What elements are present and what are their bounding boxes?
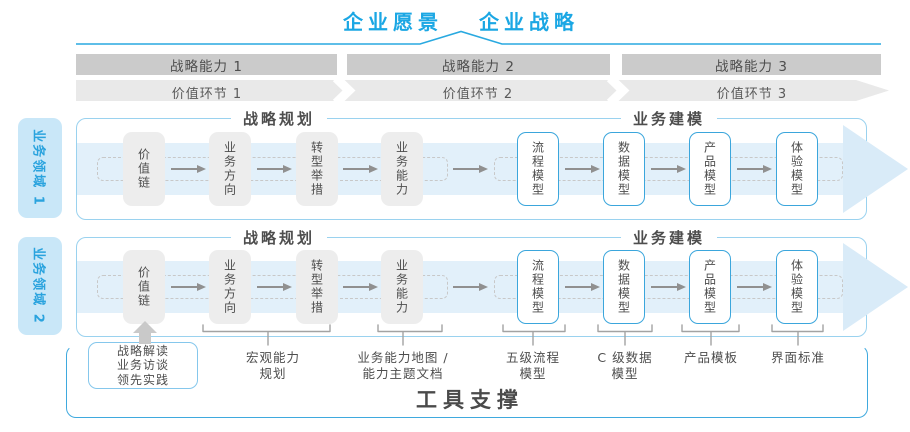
box-transformation: 转型举措 — [296, 132, 338, 206]
box-experience-model: 体验模型 — [776, 132, 818, 206]
vision-title: 企业愿景 — [343, 10, 443, 34]
strategic-capability-1: 战略能力 1 — [76, 54, 337, 75]
label-capability-map: 业务能力地图 / 能力主题文档 — [357, 350, 449, 381]
arrow-right-icon — [565, 283, 600, 290]
box-business-capability: 业务能力 — [381, 132, 423, 206]
box-process-model: 流程模型 — [517, 250, 559, 324]
business-domain-1-tag: 业务领域 1 — [18, 118, 62, 218]
label-c-data-model: C 级数据 模型 — [597, 350, 653, 381]
flow-arrow-head-icon — [843, 125, 908, 213]
tool-support-container — [66, 345, 868, 418]
arrow-right-icon — [651, 283, 686, 290]
modeling-title: 业务建模 — [620, 109, 718, 129]
dashed-group-modeling — [494, 157, 843, 181]
box-product-model: 产品模型 — [689, 250, 731, 324]
arrow-right-icon — [453, 165, 488, 172]
modeling-title: 业务建模 — [620, 228, 718, 248]
arrow-right-icon — [651, 165, 686, 172]
box-data-model: 数据模型 — [603, 132, 645, 206]
box-product-model: 产品模型 — [689, 132, 731, 206]
header: 企业愿景 企业战略 — [6, 6, 910, 35]
box-business-direction: 业务方向 — [209, 132, 251, 206]
domain-2-panel: 战略规划 业务建模 价值链 业务方向 转型举措 业务能力 流程模型 数据模型 产… — [76, 228, 908, 337]
box-transformation: 转型举措 — [296, 250, 338, 324]
arrow-right-icon — [343, 165, 378, 172]
arrow-right-icon — [737, 165, 772, 172]
arrow-right-icon — [257, 165, 292, 172]
arrow-right-icon — [171, 165, 206, 172]
practice-box: 战略解读 业务访谈 领先实践 — [88, 342, 198, 389]
flow-arrow-head-icon — [843, 243, 908, 331]
box-business-direction: 业务方向 — [209, 250, 251, 324]
tool-support-title: 工具支撑 — [416, 388, 524, 412]
arrow-right-icon — [565, 165, 600, 172]
dashed-group-planning — [97, 275, 448, 299]
value-link-2: 价值环节 2 — [442, 87, 514, 102]
arrow-right-icon — [453, 283, 488, 290]
box-business-capability: 业务能力 — [381, 250, 423, 324]
label-l5-process-model: 五级流程 模型 — [505, 350, 561, 381]
business-domain-2-tag: 业务领域 2 — [18, 237, 62, 335]
box-value-chain: 价值链 — [123, 250, 165, 324]
arrow-right-icon — [171, 283, 206, 290]
arrow-right-icon — [257, 283, 292, 290]
box-value-chain: 价值链 — [123, 132, 165, 206]
dashed-group-planning — [97, 157, 448, 181]
strategic-capability-2: 战略能力 2 — [347, 54, 610, 75]
strategy-title: 企业战略 — [479, 10, 579, 34]
arrow-right-icon — [343, 283, 378, 290]
chevron-separator-icon — [606, 74, 630, 107]
box-process-model: 流程模型 — [517, 132, 559, 206]
value-link-3: 价值环节 3 — [716, 87, 788, 102]
domain-1-panel: 战略规划 业务建模 价值链 业务方向 转型举措 业务能力 流程模型 数据模型 产… — [76, 109, 908, 220]
chevron-separator-icon — [332, 74, 356, 107]
label-product-template: 产品模板 — [683, 350, 739, 365]
dashed-group-modeling — [494, 275, 843, 299]
planning-title: 战略规划 — [230, 228, 328, 248]
planning-title: 战略规划 — [230, 109, 328, 129]
label-ui-standard: 界面标准 — [770, 350, 826, 365]
box-experience-model: 体验模型 — [776, 250, 818, 324]
value-link-1: 价值环节 1 — [171, 87, 243, 102]
label-macro-capability: 宏观能力 规划 — [245, 350, 301, 381]
box-data-model: 数据模型 — [603, 250, 645, 324]
arrow-right-icon — [737, 283, 772, 290]
strategic-capability-3: 战略能力 3 — [622, 54, 881, 75]
